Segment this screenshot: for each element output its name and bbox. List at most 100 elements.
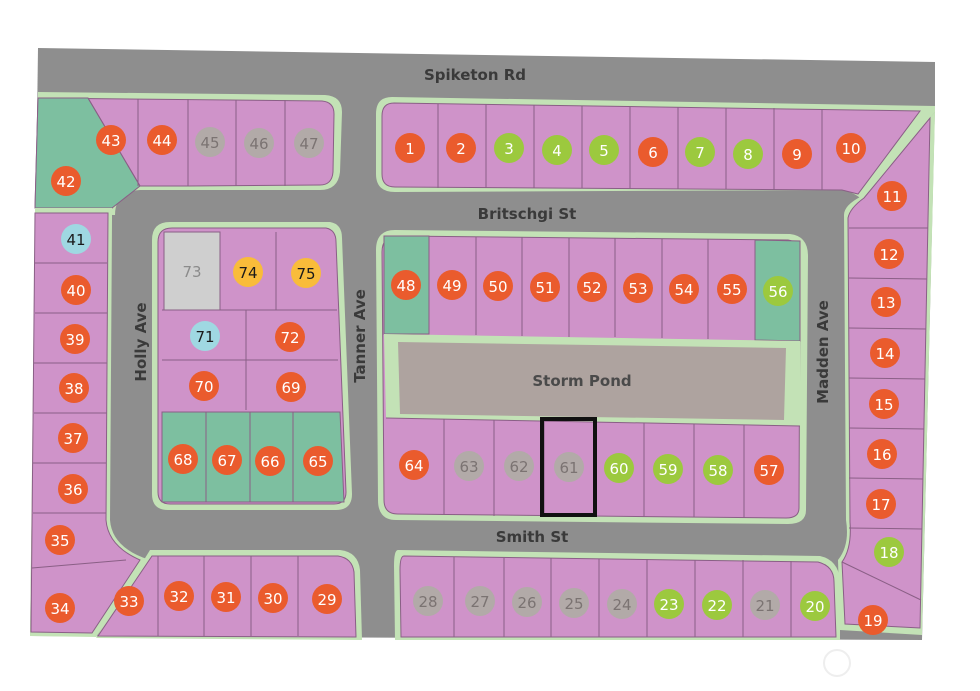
lot-status-dot [782,139,812,169]
lot-marker-32[interactable]: 32 [164,581,194,611]
lot-marker-42[interactable]: 42 [51,166,81,196]
lot-marker-58[interactable]: 58 [703,455,733,485]
lot-marker-57[interactable]: 57 [754,455,784,485]
lot-marker-38[interactable]: 38 [59,373,89,403]
lot-marker-28[interactable]: 28 [413,586,443,616]
lot-status-dot [800,591,830,621]
lot-status-dot [685,137,715,167]
lot-marker-64[interactable]: 64 [399,450,429,480]
lot-marker-10[interactable]: 10 [836,133,866,163]
lot-marker-61[interactable]: 61 [554,452,584,482]
lot-marker-25[interactable]: 25 [559,588,589,618]
lot-marker-1[interactable]: 1 [395,133,425,163]
lot-status-dot [623,273,653,303]
lot-marker-53[interactable]: 53 [623,273,653,303]
lot-number: 51 [535,279,554,297]
lot-number: 22 [707,597,726,615]
lot-status-dot [504,451,534,481]
lot-marker-8[interactable]: 8 [733,139,763,169]
lot-marker-59[interactable]: 59 [653,454,683,484]
lot-marker-51[interactable]: 51 [530,272,560,302]
lot-marker-74[interactable]: 74 [233,257,263,287]
lot-marker-7[interactable]: 7 [685,137,715,167]
lot-marker-29[interactable]: 29 [312,584,342,614]
lot-marker-63[interactable]: 63 [454,451,484,481]
lot-marker-9[interactable]: 9 [782,139,812,169]
lot-marker-75[interactable]: 75 [291,258,321,288]
lot-marker-52[interactable]: 52 [577,272,607,302]
lot-marker-69[interactable]: 69 [276,372,306,402]
lot-marker-70[interactable]: 70 [189,371,219,401]
lot-number: 62 [509,458,528,476]
lot-marker-65[interactable]: 65 [303,446,333,476]
lot-marker-47[interactable]: 47 [294,128,324,158]
lot-marker-62[interactable]: 62 [504,451,534,481]
lot-marker-18[interactable]: 18 [874,537,904,567]
lot-marker-66[interactable]: 66 [255,446,285,476]
lot-marker-43[interactable]: 43 [96,125,126,155]
lot-marker-27[interactable]: 27 [465,586,495,616]
lot-marker-6[interactable]: 6 [638,137,668,167]
lot-marker-60[interactable]: 60 [604,453,634,483]
lot-marker-31[interactable]: 31 [211,582,241,612]
lot-marker-23[interactable]: 23 [654,589,684,619]
lot-marker-14[interactable]: 14 [870,338,900,368]
lot-marker-33[interactable]: 33 [114,586,144,616]
lot-marker-68[interactable]: 68 [168,444,198,474]
lot-marker-26[interactable]: 26 [512,587,542,617]
lot-marker-54[interactable]: 54 [669,274,699,304]
lot-marker-37[interactable]: 37 [58,423,88,453]
lot-number: 7 [695,144,705,162]
lot-marker-55[interactable]: 55 [717,274,747,304]
lot-marker-73[interactable]: 73 [182,263,201,281]
lot-marker-56[interactable]: 56 [763,276,793,306]
lot-marker-36[interactable]: 36 [58,474,88,504]
storm-pond-label: Storm Pond [532,372,631,390]
lot-marker-12[interactable]: 12 [874,239,904,269]
lot-number: 11 [882,188,901,206]
lot-marker-48[interactable]: 48 [391,270,421,300]
lot-number: 50 [488,278,507,296]
lot-marker-71[interactable]: 71 [190,321,220,351]
lot-status-dot [60,324,90,354]
lot-marker-40[interactable]: 40 [61,275,91,305]
lot-marker-22[interactable]: 22 [702,590,732,620]
lot-marker-45[interactable]: 45 [195,127,225,157]
lot-marker-24[interactable]: 24 [607,589,637,619]
lot-status-dot [291,258,321,288]
selected-lot-outline[interactable] [540,417,597,517]
lot-marker-41[interactable]: 41 [61,224,91,254]
lot-marker-17[interactable]: 17 [866,489,896,519]
lot-marker-11[interactable]: 11 [877,181,907,211]
lot-marker-39[interactable]: 39 [60,324,90,354]
lot-marker-5[interactable]: 5 [589,135,619,165]
lot-marker-46[interactable]: 46 [244,128,274,158]
lot-marker-21[interactable]: 21 [750,590,780,620]
lot-number: 31 [216,589,235,607]
lot-marker-3[interactable]: 3 [494,133,524,163]
lot-number: 17 [871,496,890,514]
lot-marker-44[interactable]: 44 [147,125,177,155]
lot-marker-15[interactable]: 15 [869,389,899,419]
lot-marker-35[interactable]: 35 [45,525,75,555]
lot-status-dot [494,133,524,163]
lot-marker-2[interactable]: 2 [446,133,476,163]
lot-number: 61 [559,459,578,477]
lot-marker-20[interactable]: 20 [800,591,830,621]
lot-marker-19[interactable]: 19 [858,605,888,635]
lot-marker-49[interactable]: 49 [437,270,467,300]
lot-marker-30[interactable]: 30 [258,583,288,613]
lot-marker-34[interactable]: 34 [45,593,75,623]
lot-marker-16[interactable]: 16 [867,439,897,469]
lot-marker-4[interactable]: 4 [542,135,572,165]
lot-status-dot [542,135,572,165]
lot-status-dot [275,322,305,352]
lot-status-dot [212,445,242,475]
lot-status-dot [164,581,194,611]
lot-marker-13[interactable]: 13 [871,287,901,317]
lot-marker-72[interactable]: 72 [275,322,305,352]
lot-marker-50[interactable]: 50 [483,271,513,301]
lot-marker-67[interactable]: 67 [212,445,242,475]
